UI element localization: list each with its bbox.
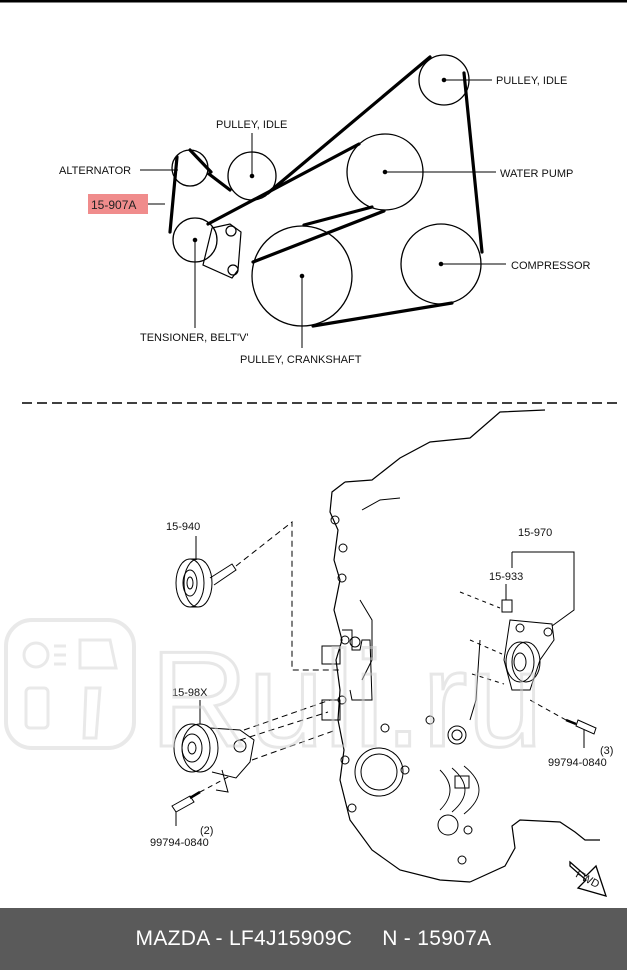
dashed-guide-15-98x (239, 699, 337, 761)
parts-diagram: PULLEY, IDLE PULLEY, IDLE ALTERNATOR WAT… (0, 0, 627, 897)
watermark-text: Ruli.ru (150, 623, 543, 775)
exploded-view (171, 409, 608, 897)
tensioner-15-970 (503, 619, 555, 691)
label-compressor: COMPRESSOR (511, 260, 591, 272)
idler-pulley-15-940 (175, 558, 237, 608)
callout-bolt-left: 99794-0840 (150, 837, 209, 849)
footer-part-number: MAZDA - LF4J15909C (135, 927, 353, 950)
dashed-guide-15-940 (235, 520, 340, 671)
callout-bolt-right-qty: (3) (600, 745, 613, 757)
label-pulley-idle-mid: PULLEY, IDLE (216, 119, 287, 131)
callout-bolt-left-qty: (2) (200, 825, 213, 837)
belt-routing-diagram (140, 54, 506, 348)
footer-oem-number: N - 15907A (382, 927, 492, 950)
callout-15-970: 15-970 (518, 527, 552, 539)
cover-opening (354, 747, 404, 797)
label-part-number: 15-907A (91, 198, 136, 212)
label-water-pump: WATER PUMP (500, 168, 573, 180)
watermark: Ruli.ru (4, 618, 545, 777)
label-tensioner: TENSIONER, BELT'V' (140, 332, 249, 344)
bolt-right (565, 718, 597, 735)
callout-15-940: 15-940 (166, 521, 200, 533)
callout-bolt-right: 99794-0840 (548, 757, 607, 769)
part-number-highlight (88, 194, 148, 214)
drive-belt (168, 55, 484, 328)
fwd-arrow (569, 860, 608, 897)
label-crankshaft: PULLEY, CRANKSHAFT (240, 354, 362, 366)
bolt-left (171, 790, 201, 813)
footer-bar: MAZDA - LF4J15909C N - 15907A (0, 908, 627, 970)
label-pulley-idle-top: PULLEY, IDLE (496, 75, 567, 87)
bushing-15-933 (501, 599, 513, 613)
label-alternator: ALTERNATOR (59, 165, 131, 177)
timing-cover-outline (329, 409, 600, 883)
leader-lines (140, 77, 506, 348)
callout-15-98x: 15-98X (172, 687, 208, 699)
callout-15-933: 15-933 (489, 571, 523, 583)
